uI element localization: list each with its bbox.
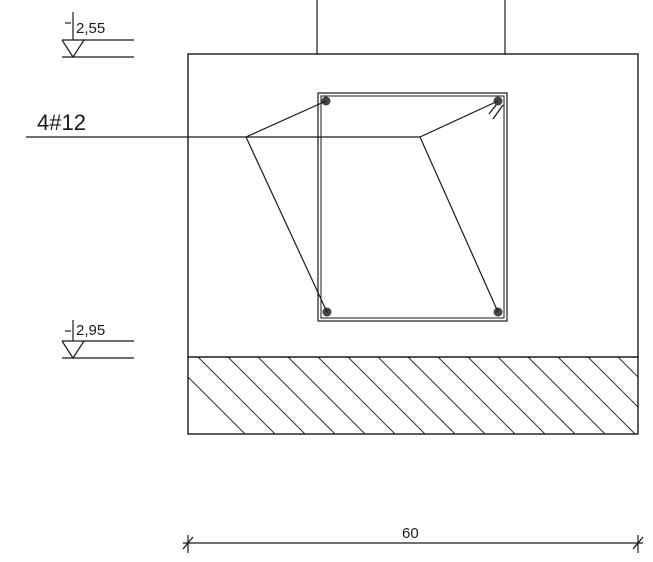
footing-outline [187, 53, 639, 435]
width-dimension-value: 60 [402, 525, 419, 542]
rebar-bars [321, 96, 503, 317]
level-top-value: 2,55 [76, 20, 105, 37]
level-bottom-value: 2,95 [76, 322, 105, 339]
rebar-leader-lines [26, 100, 499, 313]
width-dimension: 60 [182, 525, 644, 553]
level-marker-top: 2,55 [61, 12, 134, 59]
rebar-label: 4#12 [37, 110, 86, 135]
stirrup [317, 92, 508, 322]
blinding-hatch [188, 357, 638, 434]
column-stub [316, 0, 506, 54]
level-marker-bottom: 2,95 [61, 320, 134, 360]
